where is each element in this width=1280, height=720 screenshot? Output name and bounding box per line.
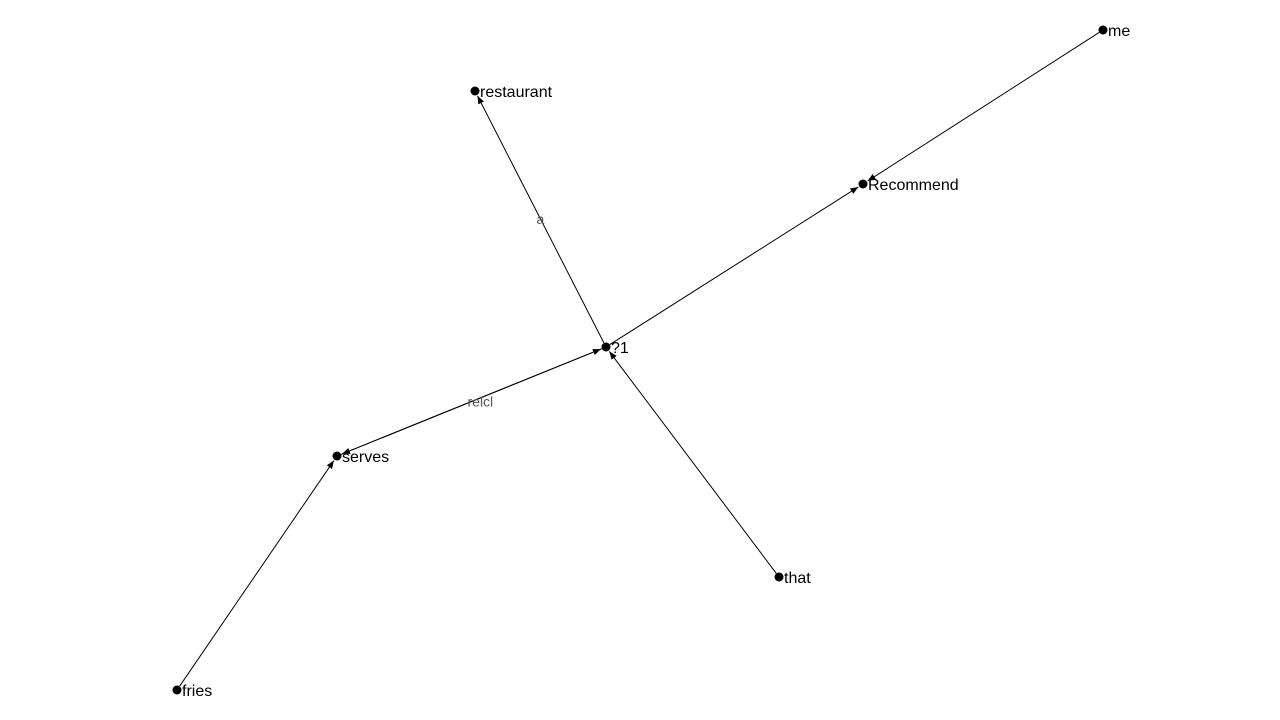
node-label-me: me <box>1108 23 1130 40</box>
edges-layer <box>179 32 1100 687</box>
edge-labels-layer: a relcl <box>468 211 545 410</box>
edge-label-q1-to-serves: relcl <box>468 394 494 410</box>
edge-fries-to-serves <box>179 460 335 687</box>
node-fries[interactable]: fries <box>172 683 213 700</box>
edge-q1-to-restaurant <box>477 95 605 344</box>
node-label-recommend: Recommend <box>868 177 959 194</box>
node-dot-that[interactable] <box>774 572 784 582</box>
node-dot-q1[interactable] <box>601 342 611 352</box>
node-q1[interactable]: ?1 <box>601 340 629 357</box>
node-dot-restaurant[interactable] <box>470 86 480 96</box>
node-me[interactable]: me <box>1098 23 1131 40</box>
node-restaurant[interactable]: restaurant <box>470 84 553 101</box>
edge-label-q1-to-restaurant: a <box>537 211 545 227</box>
node-label-fries: fries <box>182 683 212 700</box>
node-dot-recommend[interactable] <box>858 179 868 189</box>
node-label-that: that <box>784 570 811 587</box>
edge-serves-to-q1 <box>340 348 602 455</box>
edge-that-to-q1 <box>608 351 777 574</box>
node-dot-fries[interactable] <box>172 685 182 695</box>
edge-me-to-recommend <box>867 32 1100 182</box>
node-that[interactable]: that <box>774 570 812 587</box>
node-dot-serves[interactable] <box>332 451 342 461</box>
edge-q1-to-recommend <box>609 186 859 346</box>
node-label-serves: serves <box>342 449 389 466</box>
node-recommend[interactable]: Recommend <box>858 177 959 194</box>
node-serves[interactable]: serves <box>332 449 390 466</box>
node-dot-me[interactable] <box>1098 25 1108 35</box>
node-label-q1: ?1 <box>611 340 629 357</box>
node-label-restaurant: restaurant <box>480 84 553 101</box>
